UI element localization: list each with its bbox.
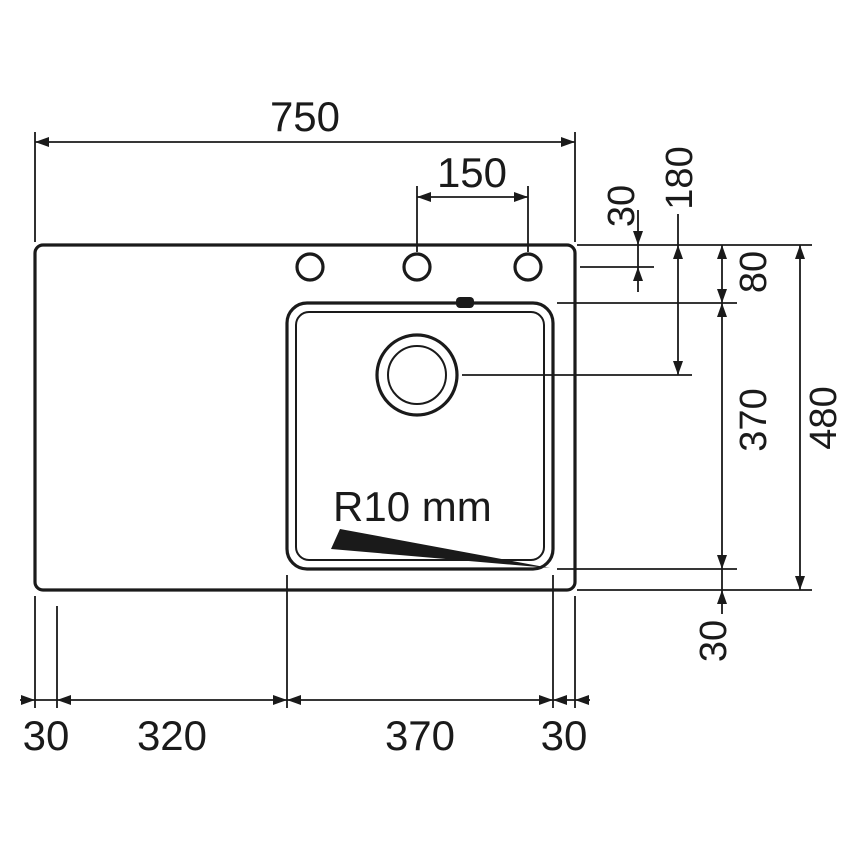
- drain: [375, 333, 459, 417]
- tap-holes: [295, 252, 543, 282]
- tap-hole-right: [513, 252, 543, 282]
- dim-bottom-chain: 30 320 370 30: [20, 575, 590, 759]
- label-left-rim: 30: [23, 712, 70, 759]
- arrow-30r-left: [553, 695, 567, 705]
- arrow-30-bottom-edge: [717, 590, 727, 604]
- dim-edge-to-drain: 180: [659, 146, 701, 375]
- dim-total-width: 750: [34, 93, 576, 242]
- arrow-30top-upper: [633, 231, 643, 245]
- drain-inner-circle: [387, 345, 447, 405]
- tap-hole-middle: [402, 252, 432, 282]
- label-edge-to-drain: 180: [659, 146, 701, 209]
- dim-edge-to-taps: 30: [601, 185, 643, 292]
- radius-callout: R10 mm: [331, 483, 550, 568]
- bowl-inner-rim: [295, 311, 545, 561]
- radius-leader-arrow: [331, 529, 550, 568]
- label-drainboard-width: 320: [137, 712, 207, 759]
- bowl: [285, 297, 555, 571]
- arrow-180-bottom: [673, 361, 683, 375]
- sink-outline: [33, 243, 577, 592]
- label-bowl-width: 370: [385, 712, 455, 759]
- arrow-30l-left: [21, 695, 35, 705]
- label-edge-to-bowl: 80: [733, 251, 775, 293]
- arrow-750-left: [35, 137, 49, 147]
- label-edge-to-taps: 30: [601, 185, 643, 227]
- dim-right-chain: 80 370 30: [693, 245, 775, 662]
- arrow-80-bottom: [717, 289, 727, 303]
- label-bowl-to-front-edge: 30: [693, 620, 735, 662]
- arrow-320-left: [57, 695, 71, 705]
- label-total-width: 750: [270, 93, 340, 140]
- tap-hole-left: [295, 252, 325, 282]
- arrow-30top-lower: [633, 267, 643, 281]
- arrow-370-top: [717, 303, 727, 317]
- arrow-370-right: [539, 695, 553, 705]
- bowl-outer-rim: [285, 301, 555, 571]
- dim-total-depth: 480: [795, 245, 845, 590]
- arrow-80-top: [717, 245, 727, 259]
- arrow-180-top: [673, 245, 683, 259]
- arrow-150-right: [514, 192, 528, 202]
- label-total-depth: 480: [803, 386, 845, 449]
- arrow-370-bottom: [717, 555, 727, 569]
- label-bowl-front-to-back: 370: [733, 388, 775, 451]
- sink-outer-rect: [33, 243, 577, 592]
- extension-lines: [462, 244, 812, 591]
- label-right-rim: 30: [541, 712, 588, 759]
- arrow-480-bottom: [795, 576, 805, 590]
- arrow-480-top: [795, 245, 805, 259]
- label-corner-radius: R10 mm: [333, 483, 492, 530]
- dim-tap-spacing: 150: [416, 149, 529, 252]
- arrow-150-left: [417, 192, 431, 202]
- arrow-320-right: [273, 695, 287, 705]
- drain-outer-circle: [375, 333, 459, 417]
- arrow-370-left: [287, 695, 301, 705]
- overflow-slot: [456, 297, 474, 308]
- label-tap-spacing: 150: [437, 149, 507, 196]
- arrow-30r-right: [575, 695, 589, 705]
- arrow-750-right: [561, 137, 575, 147]
